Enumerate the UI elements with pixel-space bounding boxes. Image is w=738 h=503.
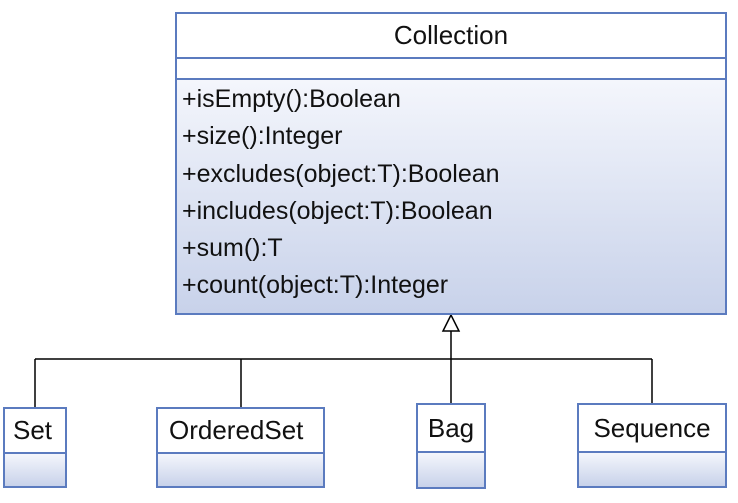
class-name-compartment: OrderedSet [158,409,323,454]
operations-list: +isEmpty():Boolean +size():Integer +excl… [177,81,725,305]
operation-sum: +sum():T [182,234,283,263]
class-bag[interactable]: Bag [416,403,486,489]
class-set[interactable]: Set [3,407,67,488]
class-name: Sequence [593,412,711,443]
attributes-compartment [177,59,725,80]
class-body-compartment [158,454,323,486]
class-collection[interactable]: Collection +isEmpty():Boolean +size():In… [175,12,727,315]
class-name: Bag [427,412,475,443]
operation-includes: +includes(object:T):Boolean [182,196,493,225]
class-name: OrderedSet [169,415,304,445]
class-name: Collection [393,20,509,50]
class-name-compartment: Sequence [579,405,725,453]
class-orderedset[interactable]: OrderedSet [156,407,325,488]
class-sequence[interactable]: Sequence [577,403,727,488]
operations-compartment: +isEmpty():Boolean +size():Integer +excl… [177,80,725,313]
class-body-compartment [5,454,65,486]
operation-count: +count(object:T):Integer [182,271,449,300]
class-body-compartment [579,453,725,486]
class-name-compartment: Set [5,409,65,454]
generalization-arrowhead-icon [441,313,461,332]
operation-isempty: +isEmpty():Boolean [182,85,401,113]
operation-excludes: +excludes(object:T):Boolean [182,159,500,188]
class-body-compartment [418,453,484,487]
operation-size: +size():Integer [182,122,343,151]
class-name: Set [13,415,53,445]
class-name-compartment: Bag [418,405,484,453]
class-name-compartment: Collection [177,14,725,59]
